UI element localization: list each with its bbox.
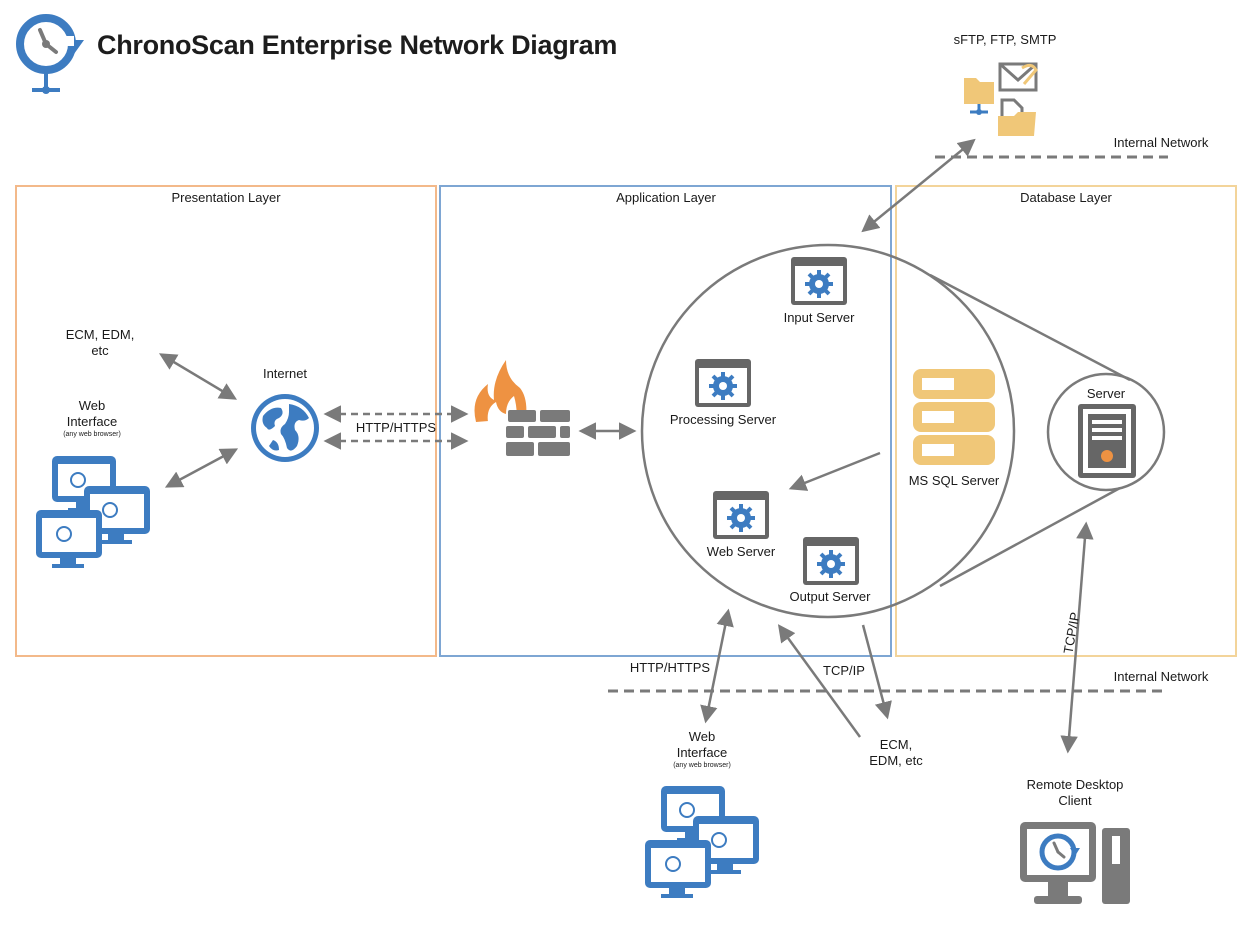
- server-label: Server: [1086, 386, 1126, 401]
- output-server-icon: [803, 537, 859, 590]
- internal-network-bottom-label: Internal Network: [1113, 669, 1209, 684]
- web-interface-monitors-bottom-icon: [645, 784, 761, 905]
- web-interface-bottom-note: (any web browser): [673, 762, 731, 769]
- application-cluster-circle: [640, 243, 1016, 619]
- server-tower-icon: [1078, 404, 1136, 483]
- web-interface-left-line2: Interface: [66, 414, 118, 429]
- remote-desktop-computer-icon: [1020, 820, 1132, 911]
- database-layer-title: Database Layer: [1020, 190, 1112, 205]
- file-transfer-icon: [962, 60, 1042, 143]
- database-icon: [913, 369, 995, 470]
- presentation-layer-title: Presentation Layer: [171, 190, 281, 205]
- ecm-edm-bottom-line2: EDM, etc: [869, 753, 923, 768]
- input-server-icon: [791, 257, 847, 310]
- page-title: ChronoScan Enterprise Network Diagram: [97, 30, 618, 60]
- processing-server-label: Processing Server: [669, 412, 777, 427]
- http-https-left-label: HTTP/HTTPS: [355, 420, 437, 435]
- web-interface-monitors-left-icon: [36, 454, 152, 575]
- remote-desktop-line1: Remote Desktop: [1026, 777, 1124, 792]
- internet-label: Internet: [262, 366, 308, 381]
- web-interface-bottom-line1: Web: [688, 729, 716, 744]
- firewall-icon: [470, 358, 574, 467]
- sftp-label: sFTP, FTP, SMTP: [953, 32, 1057, 47]
- arrow-db-webserver: [788, 451, 881, 491]
- input-server-label: Input Server: [783, 310, 855, 325]
- arrow-ecm-cluster: [777, 624, 862, 738]
- web-server-label: Web Server: [706, 544, 776, 559]
- server-zoom-circle: [1046, 372, 1166, 492]
- ecm-edm-bottom-line1: ECM,: [879, 737, 913, 752]
- arrow-cluster-ecm: [861, 624, 892, 720]
- web-server-icon: [713, 491, 769, 544]
- ecm-edm-left-line1: ECM, EDM,: [65, 327, 135, 342]
- processing-server-icon: [695, 359, 751, 412]
- output-server-label: Output Server: [789, 589, 871, 604]
- arrow-cluster-webinterface: [700, 608, 734, 724]
- internal-network-top-label: Internal Network: [1113, 135, 1209, 150]
- web-interface-left-label: Web Interface (any web browser): [42, 398, 142, 439]
- tcp-ip-bottom-label: TCP/IP: [823, 663, 865, 678]
- ecm-edm-left-line2: etc: [91, 343, 109, 358]
- web-interface-left-line1: Web: [78, 398, 106, 413]
- application-layer-title: Application Layer: [616, 190, 716, 205]
- arrow-webinterface-internet: [164, 448, 239, 488]
- arrow-cluster-sftp: [861, 138, 976, 233]
- ms-sql-server-label: MS SQL Server: [908, 473, 1000, 488]
- chronoscan-logo-icon: [12, 10, 88, 101]
- web-interface-bottom-line2: Interface: [676, 745, 728, 760]
- web-interface-bottom-label: Web Interface (any web browser): [652, 729, 752, 770]
- ecm-edm-bottom-label: ECM, EDM, etc: [856, 737, 936, 769]
- web-interface-left-note: (any web browser): [63, 431, 121, 438]
- globe-icon: [249, 392, 321, 469]
- http-https-bottom-label: HTTP/HTTPS: [629, 660, 711, 675]
- ecm-edm-left-label: ECM, EDM, etc: [50, 327, 150, 359]
- remote-desktop-line2: Client: [1058, 793, 1092, 808]
- remote-desktop-label: Remote Desktop Client: [1010, 777, 1140, 809]
- arrow-ecm-internet: [158, 353, 238, 400]
- zoom-line-top: [929, 273, 1131, 382]
- zoom-line-bottom: [939, 486, 1121, 588]
- arrow-server-remote: [1060, 521, 1094, 754]
